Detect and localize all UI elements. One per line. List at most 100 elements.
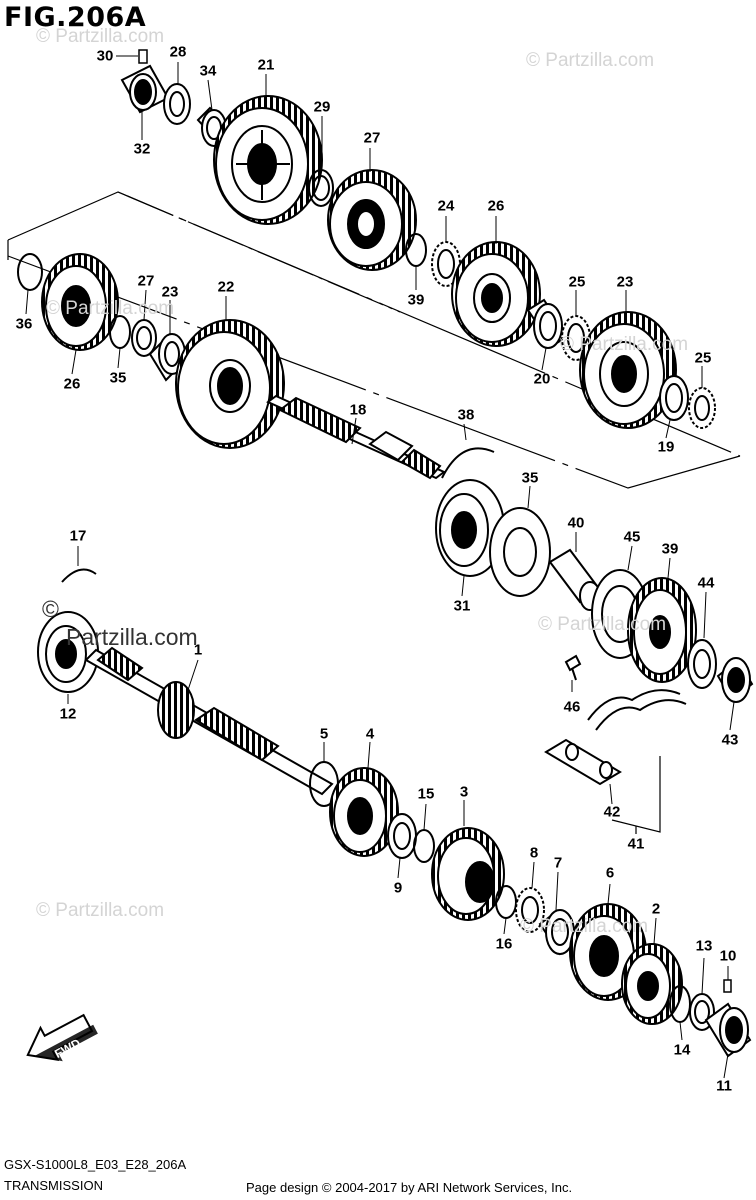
part-46-washer	[687, 639, 717, 689]
part-number: 15	[417, 785, 435, 803]
part-29-washer	[131, 319, 157, 357]
part-number: 24	[437, 197, 455, 215]
part-21-gear	[213, 95, 323, 225]
part-number: 31	[453, 597, 471, 615]
part-18-countershaft	[266, 394, 446, 480]
watermark: © Partzilla.com	[520, 916, 649, 937]
part-number: 22	[217, 278, 235, 296]
part-number: 26	[487, 197, 505, 215]
part-number: 30	[96, 47, 114, 65]
part-number: 18	[349, 401, 367, 419]
part-number: 26	[63, 375, 81, 393]
watermark: © Partzilla.com	[46, 298, 175, 319]
fwd-arrow	[26, 1013, 98, 1062]
part-32-pin	[138, 49, 148, 64]
part-number: 44	[697, 574, 715, 592]
part-28-gear	[41, 253, 119, 351]
watermark: © Partzilla.com	[36, 900, 165, 921]
part-17-circlip	[61, 568, 97, 583]
diagram-code: GSX-S1000L8_E03_E28_206A	[4, 1157, 187, 1172]
part-24-gear	[579, 311, 677, 429]
watermark: © Partzilla.com	[560, 334, 689, 355]
part-number: 29	[313, 98, 331, 116]
part-number: 41	[627, 835, 645, 853]
part-number: 17	[69, 527, 87, 545]
part-37-circlip	[109, 315, 131, 349]
part-15-circlip	[413, 829, 435, 863]
drive-chain	[587, 689, 687, 731]
part-number: 1	[193, 641, 203, 659]
part-number: 32	[133, 140, 151, 158]
part-number: 16	[495, 935, 513, 953]
part-number: 42	[603, 803, 621, 821]
part-31-washer	[308, 169, 334, 207]
part-19-bushing	[659, 375, 689, 421]
part-number: 5	[319, 725, 329, 743]
part-38-circlip	[17, 253, 43, 291]
part-11-bushing	[704, 1002, 752, 1058]
part-number: 7	[553, 854, 563, 872]
part-39-circlip	[405, 233, 427, 267]
part-9-washer	[387, 813, 417, 859]
part-number: 45	[623, 528, 641, 546]
part-41-sprocket	[627, 577, 697, 683]
figure-title: FIG.206A	[4, 2, 147, 33]
part-number: 6	[605, 864, 615, 882]
part-8-bearing	[515, 887, 545, 933]
part-10-pin	[723, 979, 732, 993]
part-48-bolt	[564, 654, 582, 681]
part-number: 27	[363, 129, 381, 147]
page-credit: Page design © 2004-2017 by ARI Network S…	[246, 1180, 573, 1195]
part-number: 27	[137, 272, 155, 290]
part-number: 34	[199, 62, 217, 80]
part-number: 20	[533, 370, 551, 388]
part-number: 3	[459, 783, 469, 801]
part-number: 43	[721, 731, 739, 749]
part-number: 10	[719, 947, 737, 965]
part-number: 39	[407, 291, 425, 309]
part-22-gear	[175, 319, 285, 449]
part-number: 2	[651, 900, 661, 918]
part-4-gear	[329, 767, 399, 857]
part-number: 11	[716, 1077, 732, 1095]
part-44-chain-joint	[544, 738, 622, 786]
watermark-symbol: ©	[42, 596, 59, 622]
part-number: 38	[457, 406, 475, 424]
part-number: 19	[657, 438, 675, 456]
part-number: 40	[567, 514, 585, 532]
part-number: 28	[169, 43, 187, 61]
part-30-washer	[163, 83, 191, 125]
part-33-bearing	[435, 479, 505, 577]
part-number: 35	[109, 369, 127, 387]
watermark: © Partzilla.com	[36, 26, 165, 47]
part-number: 25	[694, 349, 712, 367]
part-number: 36	[15, 315, 33, 333]
fwd-label: FWD	[52, 1036, 83, 1061]
part-40-circlip	[441, 447, 495, 479]
watermark: © Partzilla.com	[526, 50, 655, 71]
part-16-circlip	[495, 885, 517, 919]
part-35-seal	[489, 507, 551, 597]
part-number: 4	[365, 725, 375, 743]
diagram-subtitle: TRANSMISSION	[4, 1178, 103, 1193]
bracket-43	[611, 756, 661, 834]
part-number: 9	[393, 879, 403, 897]
part-number: 25	[568, 273, 586, 291]
part-number: 12	[59, 705, 77, 723]
part-number: 23	[616, 273, 634, 291]
part-number: 46	[563, 698, 581, 716]
fwd-label-layer: FWD	[52, 1036, 83, 1061]
leader-lines	[25, 55, 735, 1079]
part-number: 8	[529, 844, 539, 862]
part-1-driveshaft	[84, 646, 334, 796]
part-number: 23	[161, 283, 179, 301]
part-45-bushing	[716, 657, 754, 703]
part-25c-bearing	[688, 387, 716, 429]
watermark-dark: Partzilla.com	[66, 624, 198, 650]
part-number: 13	[695, 937, 713, 955]
part-2-gear	[621, 943, 683, 1025]
part-number: 21	[257, 56, 275, 74]
watermark: © Partzilla.com	[538, 614, 667, 635]
part-34-bushing	[120, 64, 170, 114]
